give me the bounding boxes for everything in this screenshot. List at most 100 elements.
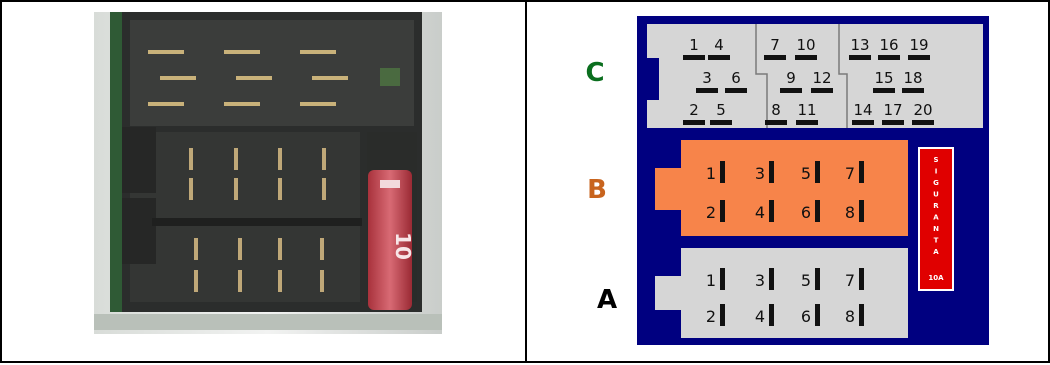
pin-a-6-label: 6 (801, 307, 811, 326)
fuse-box (918, 147, 954, 291)
pin-c-17-contact (882, 120, 904, 125)
pin-b-7-contact (859, 161, 864, 183)
pin-a-5-contact (815, 268, 820, 290)
pin-b-7-label: 7 (845, 164, 855, 183)
fuse-letter: T (934, 237, 939, 245)
pin-c-8-label: 8 (771, 101, 781, 119)
pin-a-1-label: 1 (706, 271, 716, 290)
pin-c-9-label: 9 (786, 69, 796, 87)
pin-c-16-label: 16 (879, 36, 898, 54)
pin-c-16-contact (878, 55, 900, 60)
pin-a-4-contact (769, 304, 774, 326)
pin-c-4-contact (708, 55, 730, 60)
pin-a-3-contact (769, 268, 774, 290)
pin-c-11-label: 11 (797, 101, 816, 119)
pin-b-8-label: 8 (845, 203, 855, 222)
pin-c-3-label: 3 (702, 69, 712, 87)
pin-b-4-label: 4 (755, 203, 765, 222)
pin-b-2-label: 2 (706, 203, 716, 222)
block-a-pins: 1 3 5 7 2 4 6 8 (706, 268, 864, 326)
pin-a-1-contact (720, 268, 725, 290)
block-b-pins: 1 3 5 7 2 4 6 8 (706, 161, 864, 222)
pin-c-13-label: 13 (850, 36, 869, 54)
pin-c-12-contact (811, 88, 833, 93)
pin-c-12-label: 12 (812, 69, 831, 87)
pin-a-7-label: 7 (845, 271, 855, 290)
pin-c-4-label: 4 (714, 36, 724, 54)
pin-c-15-label: 15 (874, 69, 893, 87)
fuse-letter: R (933, 202, 939, 210)
pin-c-8-contact (765, 120, 787, 125)
section-label-b: B (587, 175, 607, 205)
pin-a-8-label: 8 (845, 307, 855, 326)
pin-a-7-contact (859, 268, 864, 290)
pin-c-1-contact (683, 55, 705, 60)
pin-b-6-contact (815, 200, 820, 222)
block-b (655, 140, 908, 236)
pin-b-1-label: 1 (706, 164, 716, 183)
pin-c-19-label: 19 (909, 36, 928, 54)
block-c (647, 24, 983, 128)
pin-c-6-contact (725, 88, 747, 93)
pin-c-7-contact (764, 55, 786, 60)
fuse-letter: U (933, 191, 939, 199)
fuse (368, 170, 412, 310)
pin-c-7-label: 7 (770, 36, 780, 54)
pin-c-11-contact (796, 120, 818, 125)
section-label-a: A (597, 285, 617, 315)
pin-c-3-contact (696, 88, 718, 93)
fuse-letter: A (933, 214, 939, 222)
pin-c-19-contact (908, 55, 930, 60)
pin-b-5-contact (815, 161, 820, 183)
pin-c-13-contact (849, 55, 871, 60)
pin-b-6-label: 6 (801, 203, 811, 222)
pin-c-10-contact (795, 55, 817, 60)
pin-a-2-label: 2 (706, 307, 716, 326)
pin-c-10-label: 10 (796, 36, 815, 54)
pin-c-15-contact (873, 88, 895, 93)
fuse-letter: S (933, 156, 938, 164)
pin-c-6-label: 6 (731, 69, 741, 87)
pin-c-17-label: 17 (883, 101, 902, 119)
connector-photo-image: 10 (94, 12, 442, 334)
pin-b-1-contact (720, 161, 725, 183)
pin-a-2-contact (720, 304, 725, 326)
pin-c-2-label: 2 (689, 101, 699, 119)
pin-c-20-contact (912, 120, 934, 125)
pin-c-9-contact (780, 88, 802, 93)
pin-a-8-contact (859, 304, 864, 326)
pin-c-14-label: 14 (853, 101, 872, 119)
fuse-letter: G (933, 179, 939, 187)
pin-c-1-label: 1 (689, 36, 699, 54)
fuse-rating-label: 10A (928, 274, 944, 282)
panel-divider (525, 2, 527, 361)
block-a (655, 248, 908, 338)
pin-c-14-contact (852, 120, 874, 125)
fuse-letter: N (933, 225, 939, 233)
pin-c-18-label: 18 (903, 69, 922, 87)
pin-c-5-contact (710, 120, 732, 125)
pin-b-3-contact (769, 161, 774, 183)
pin-b-4-contact (769, 200, 774, 222)
pin-a-3-label: 3 (755, 271, 765, 290)
section-label-c: C (585, 58, 604, 88)
pin-b-3-label: 3 (755, 164, 765, 183)
pin-a-5-label: 5 (801, 271, 811, 290)
pin-c-2-contact (683, 120, 705, 125)
fuse-letter: I (935, 168, 938, 176)
pin-a-4-label: 4 (755, 307, 765, 326)
block-c-separators (755, 24, 848, 128)
pin-c-5-label: 5 (716, 101, 726, 119)
pin-b-8-contact (859, 200, 864, 222)
pin-b-2-contact (720, 200, 725, 222)
pin-c-20-label: 20 (913, 101, 932, 119)
fuse-rating-text: 10 (391, 232, 415, 260)
fuse-letter: A (933, 248, 939, 256)
pin-b-5-label: 5 (801, 164, 811, 183)
connector-photo: 10 (2, 2, 525, 361)
